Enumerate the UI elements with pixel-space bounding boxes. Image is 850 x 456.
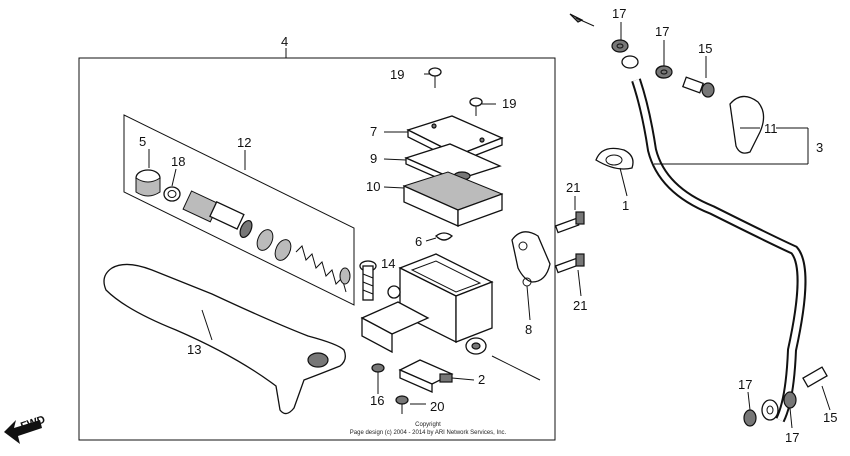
callout-16: 16	[370, 393, 384, 408]
piston-boot	[135, 169, 161, 197]
holder-bolt-2	[554, 253, 585, 274]
cap-screw-2	[469, 97, 483, 116]
cap-screw-1	[428, 67, 442, 88]
lower-sealing-washer	[743, 409, 757, 427]
fwd-indicator: FWD	[4, 414, 47, 444]
callout-20: 20	[430, 399, 444, 414]
callout-15-top: 15	[698, 41, 712, 56]
upper-sealing-washer-2	[655, 65, 673, 79]
callout-6: 6	[415, 234, 422, 249]
upper-sealing-washer	[611, 39, 629, 53]
callout-1: 1	[622, 198, 629, 213]
brake-lever	[103, 263, 346, 415]
upper-oil-bolt	[681, 76, 715, 98]
assembly-frame	[78, 57, 556, 441]
mirror-holder	[511, 231, 551, 287]
callout-9: 9	[370, 151, 377, 166]
callout-14: 14	[381, 256, 395, 271]
callout-17-a: 17	[612, 6, 626, 21]
callout-12: 12	[237, 135, 251, 150]
float-clip	[425, 232, 453, 242]
callout-8: 8	[525, 322, 532, 337]
piston-cup	[256, 229, 292, 261]
piston-rod	[182, 190, 253, 239]
callout-10: 10	[366, 179, 380, 194]
hose-clamp	[595, 147, 634, 170]
lower-sealing-washer-2	[783, 391, 797, 409]
callout-5: 5	[139, 134, 146, 149]
piston-kit-frame	[123, 114, 355, 306]
return-spring	[295, 245, 351, 293]
callout-7: 7	[370, 124, 377, 139]
pivot-bolt	[359, 260, 377, 301]
copyright-line-2: Page design (c) 2004 - 2014 by ARI Netwo…	[350, 430, 507, 436]
master-cylinder-body	[360, 253, 541, 381]
callout-21-top: 21	[566, 180, 580, 195]
switch-screw	[371, 363, 385, 384]
lower-oil-bolt	[802, 366, 828, 388]
callout-15-bottom: 15	[823, 410, 837, 425]
callout-17-c: 17	[738, 377, 752, 392]
callout-11: 11	[764, 121, 778, 136]
callout-21-bottom: 21	[573, 298, 587, 313]
holder-bolt-1	[554, 211, 585, 234]
callout-18: 18	[171, 154, 185, 169]
callout-13: 13	[187, 342, 201, 357]
callout-4: 4	[281, 34, 288, 49]
callout-19-top: 19	[390, 67, 404, 82]
circlip	[163, 186, 181, 202]
callout-19-mid: 19	[502, 96, 516, 111]
callout-3: 3	[816, 140, 823, 155]
callout-17-d: 17	[785, 430, 799, 445]
switch-screw-2	[395, 395, 409, 414]
callout-17-b: 17	[655, 24, 669, 39]
banjo-cover	[729, 95, 765, 154]
callout-2: 2	[478, 372, 485, 387]
stop-switch	[398, 359, 454, 393]
copyright-line-1: Copyright	[415, 422, 441, 428]
lower-banjo-fitting	[761, 399, 779, 421]
